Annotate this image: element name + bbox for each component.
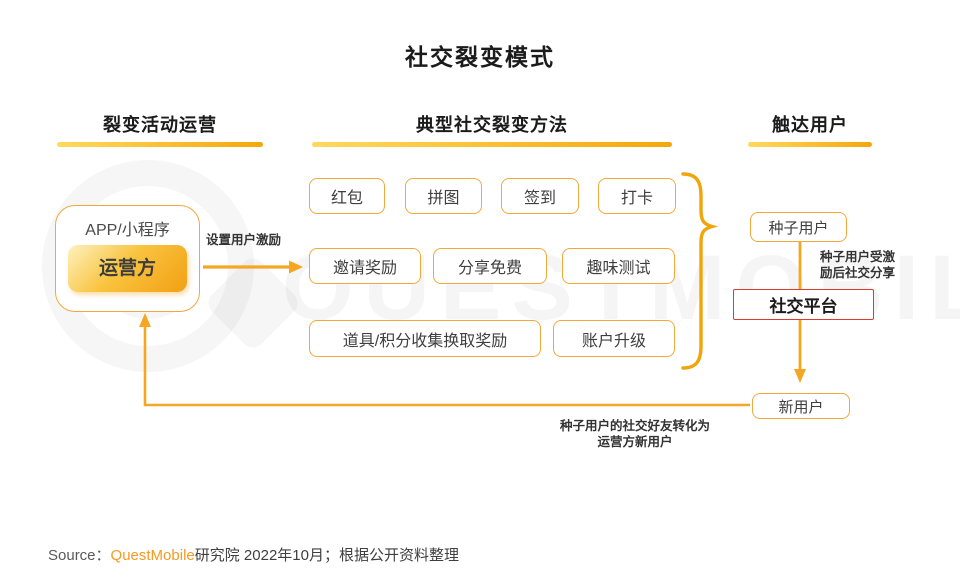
method-box-account-upgrade: 账户升级 [553, 320, 675, 357]
method-box-punch-card: 打卡 [598, 178, 676, 214]
share-note: 种子用户受激 励后社交分享 [820, 249, 910, 281]
share-note-line1: 种子用户受激 [820, 250, 896, 264]
header-underline-left [57, 142, 263, 147]
method-box-red-packet: 红包 [309, 178, 385, 214]
incentive-arrow-label: 设置用户激励 [206, 233, 282, 247]
header-fission-operation: 裂变活动运营 [103, 115, 217, 135]
source-label: Source： [48, 547, 111, 564]
conversion-note-line1: 种子用户的社交好友转化为 [559, 419, 710, 433]
social-platform-box: 社交平台 [733, 289, 874, 320]
conversion-note-line2: 运营方新用户 [597, 435, 673, 449]
page-title: 社交裂变模式 [405, 44, 555, 70]
incentive-arrow [203, 260, 303, 274]
source-line: Source：QuestMobile研究院 2022年10月；根据公开资料整理 [48, 544, 459, 565]
method-box-points-reward: 道具/积分收集换取奖励 [309, 320, 541, 357]
brace-icon [681, 172, 719, 370]
method-box-check-in: 签到 [501, 178, 579, 214]
new-user-box: 新用户 [752, 393, 850, 419]
method-box-invite-reward: 邀请奖励 [309, 248, 421, 284]
method-box-share-free: 分享免费 [433, 248, 547, 284]
header-reach-users: 触达用户 [772, 115, 848, 135]
source-rest: 研究院 2022年10月；根据公开资料整理 [194, 547, 459, 564]
operator-box: 运营方 [68, 245, 187, 292]
conversion-note: 种子用户的社交好友转化为 运营方新用户 [540, 418, 730, 450]
seed-user-box: 种子用户 [750, 212, 847, 242]
method-box-puzzle: 拼图 [405, 178, 482, 214]
method-box-fun-quiz: 趣味测试 [562, 248, 675, 284]
source-brand: QuestMobile [110, 547, 195, 564]
questmobile-logo-tail-icon [203, 253, 303, 353]
app-miniprogram-label: APP/小程序 [85, 222, 170, 239]
header-underline-right [748, 142, 872, 147]
header-underline-middle [312, 142, 672, 147]
share-note-line2: 励后社交分享 [820, 266, 896, 280]
header-typical-methods: 典型社交裂变方法 [416, 115, 568, 135]
